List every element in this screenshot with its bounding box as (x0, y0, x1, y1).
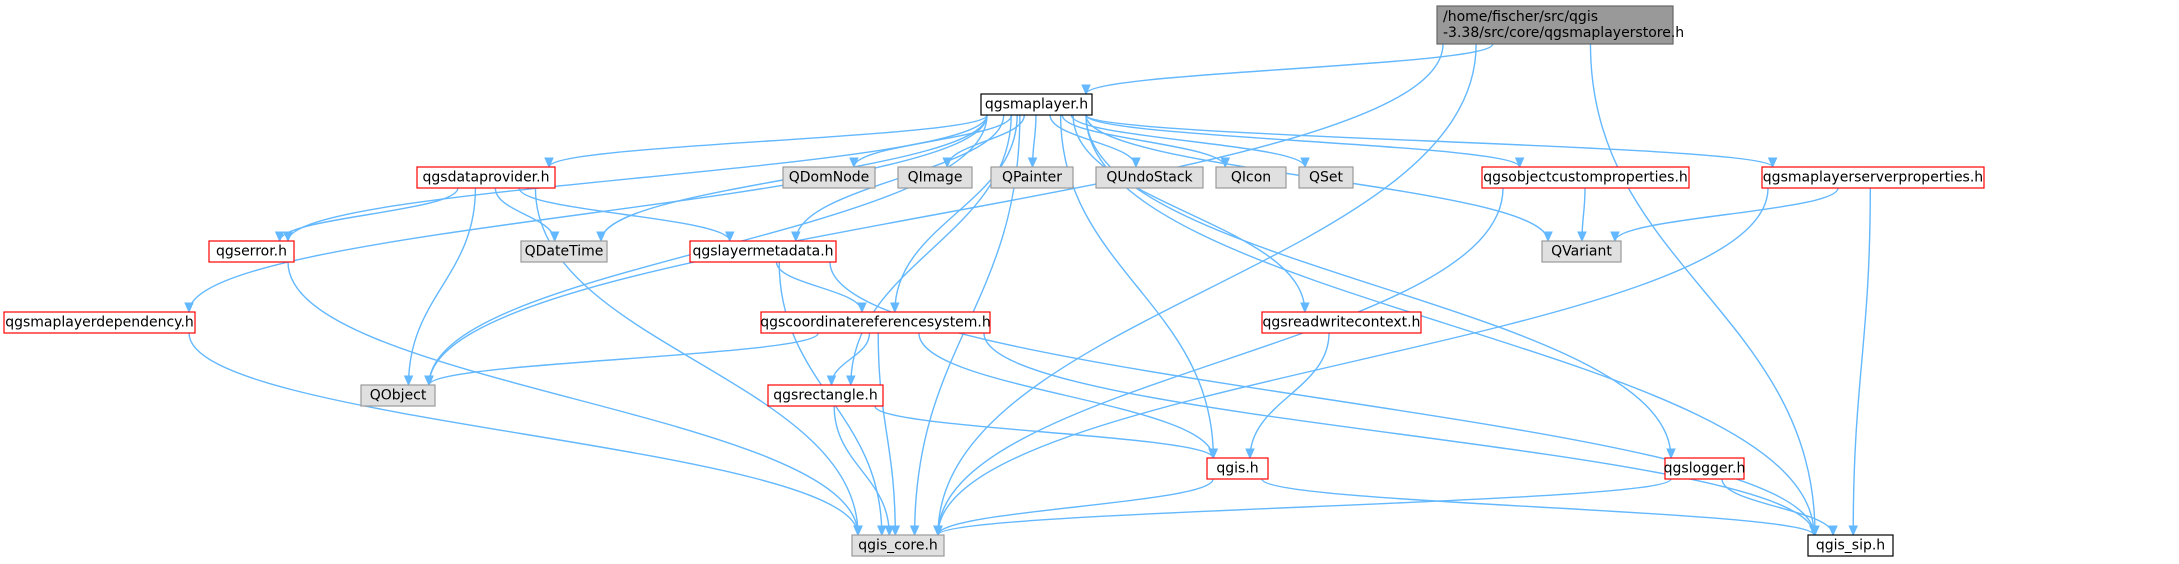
node-qundostack: QUndoStack (1095, 166, 1204, 189)
edge-objectcustomprops-to-qgis_core (933, 187, 1504, 537)
edge-layermetadata-to-qgis_sip (829, 261, 1819, 537)
node-label: qgsobjectcustomproperties.h (1483, 170, 1688, 186)
node-label: QObject (370, 388, 427, 404)
edge-dataprovider-to-qdatetime (494, 187, 560, 243)
edge-maplayer-to-crs (890, 114, 1018, 314)
edge-maplayer-to-qset (1070, 114, 1310, 169)
node-label: qgsmaplayer.h (985, 97, 1088, 113)
node-logger[interactable]: qgslogger.h (1664, 457, 1746, 480)
node-serverprops[interactable]: qgsmaplayerserverproperties.h (1761, 166, 1985, 189)
node-label: QDateTime (525, 244, 604, 260)
node-qgis[interactable]: qgis.h (1206, 457, 1269, 480)
node-label: QSet (1309, 170, 1344, 186)
node-label: qgserror.h (216, 244, 287, 260)
node-label: -3.38/src/core/qgsmaplayerstore.h (1443, 25, 1684, 41)
edge-maplayer-to-objectcustomprops (1085, 114, 1525, 169)
node-root[interactable]: /home/fischer/src/qgis-3.38/src/core/qgs… (1436, 5, 1684, 45)
edge-root-to-maplayer (1081, 43, 1494, 96)
edge-maplayer-to-rectangle (846, 114, 1012, 387)
edges-layer (184, 43, 1871, 537)
nodes-layer: /home/fischer/src/qgis-3.38/src/core/qgs… (3, 5, 1985, 557)
edge-dataprovider-to-qgserror (274, 187, 459, 243)
edge-crs-to-qgis_sip (983, 332, 1819, 537)
edge-maplayer-to-qdomnode (849, 114, 1013, 169)
node-label: qgis_sip.h (1816, 538, 1885, 554)
node-label: qgslayermetadata.h (692, 244, 833, 260)
node-layermetadata[interactable]: qgslayermetadata.h (689, 240, 837, 263)
edge-maplayer-to-qundostack (1049, 114, 1141, 169)
node-qgis_core: qgis_core.h (851, 534, 945, 557)
edge-crs-to-rectangle (826, 332, 871, 387)
edge-dataprovider-to-qobject (403, 187, 477, 387)
node-qobject: QObject (360, 384, 436, 407)
node-maplayer[interactable]: qgsmaplayer.h (980, 93, 1093, 116)
edge-qgis-to-qgis_core (933, 478, 1214, 537)
node-label: qgslogger.h (1664, 461, 1746, 477)
node-qgis_sip[interactable]: qgis_sip.h (1807, 534, 1894, 557)
node-label: qgsmaplayerdependency.h (5, 315, 194, 331)
node-maplayerdependency[interactable]: qgsmaplayerdependency.h (3, 311, 196, 334)
node-label: qgsmaplayerserverproperties.h (1763, 170, 1983, 186)
node-label: QPainter (1002, 170, 1062, 186)
node-readwritecontext[interactable]: qgsreadwritecontext.h (1261, 311, 1422, 334)
edge-dataprovider-to-layermetadata (518, 187, 735, 243)
node-qvariant: QVariant (1541, 240, 1622, 263)
node-crs[interactable]: qgscoordinatereferencesystem.h (760, 311, 991, 334)
node-label: QIcon (1231, 170, 1271, 186)
node-label: QImage (908, 170, 963, 186)
node-qpainter: QPainter (990, 166, 1074, 189)
edge-serverprops-to-qgis_core (933, 187, 1769, 537)
node-qimage: QImage (897, 166, 973, 189)
node-label: qgscoordinatereferencesystem.h (760, 315, 991, 331)
edge-objectcustomprops-to-qvariant (1577, 187, 1587, 243)
edge-logger-to-qgis_core (933, 478, 1672, 537)
node-qicon: QIcon (1215, 166, 1287, 189)
edge-qgis-to-qgis_sip (1261, 478, 1819, 537)
edge-root-to-qgis_core (933, 43, 1477, 537)
edge-readwritecontext-to-qgis (1245, 332, 1330, 460)
edge-crs-to-qgis (918, 332, 1218, 460)
edge-crs-to-qobject (424, 332, 819, 387)
node-qgserror[interactable]: qgserror.h (208, 240, 295, 263)
node-label: QUndoStack (1106, 170, 1193, 186)
node-objectcustomprops[interactable]: qgsobjectcustomproperties.h (1481, 166, 1690, 189)
edge-maplayer-to-readwritecontext (1072, 114, 1310, 314)
node-label: /home/fischer/src/qgis (1443, 9, 1598, 25)
edge-serverprops-to-qvariant (1610, 187, 1839, 243)
node-label: QVariant (1551, 244, 1612, 260)
edge-layermetadata-to-crs (775, 261, 867, 314)
edge-maplayer-to-qimage (942, 114, 1026, 169)
edge-rectangle-to-qgis_core (833, 405, 895, 537)
node-label: qgsrectangle.h (773, 388, 877, 404)
node-rectangle[interactable]: qgsrectangle.h (767, 384, 884, 407)
node-label: qgis.h (1216, 461, 1258, 477)
edge-maplayer-to-qgserror (283, 114, 988, 243)
node-label: QDomNode (789, 170, 870, 186)
edge-maplayer-to-maplayerdependency (184, 114, 988, 314)
node-qset: QSet (1298, 166, 1354, 189)
node-label: qgsreadwritecontext.h (1263, 315, 1421, 331)
edge-logger-to-qgis_sip (1721, 478, 1838, 537)
edge-maplayer-to-serverprops (1085, 114, 1778, 169)
node-qdatetime: QDateTime (520, 240, 608, 263)
edge-crs-to-qgis_core (877, 332, 901, 537)
edge-maplayer-to-qpainter (1027, 114, 1038, 169)
edge-maplayer-to-dataprovider (544, 114, 988, 169)
node-label: qgsdataprovider.h (423, 170, 550, 186)
node-dataprovider[interactable]: qgsdataprovider.h (416, 166, 556, 189)
edge-serverprops-to-qgis_sip (1848, 187, 1871, 537)
edge-rectangle-to-qgis (874, 405, 1218, 460)
node-qdomnode: QDomNode (782, 166, 876, 189)
edge-maplayerdependency-to-qgis_core (188, 332, 863, 537)
node-label: qgis_core.h (858, 538, 938, 554)
